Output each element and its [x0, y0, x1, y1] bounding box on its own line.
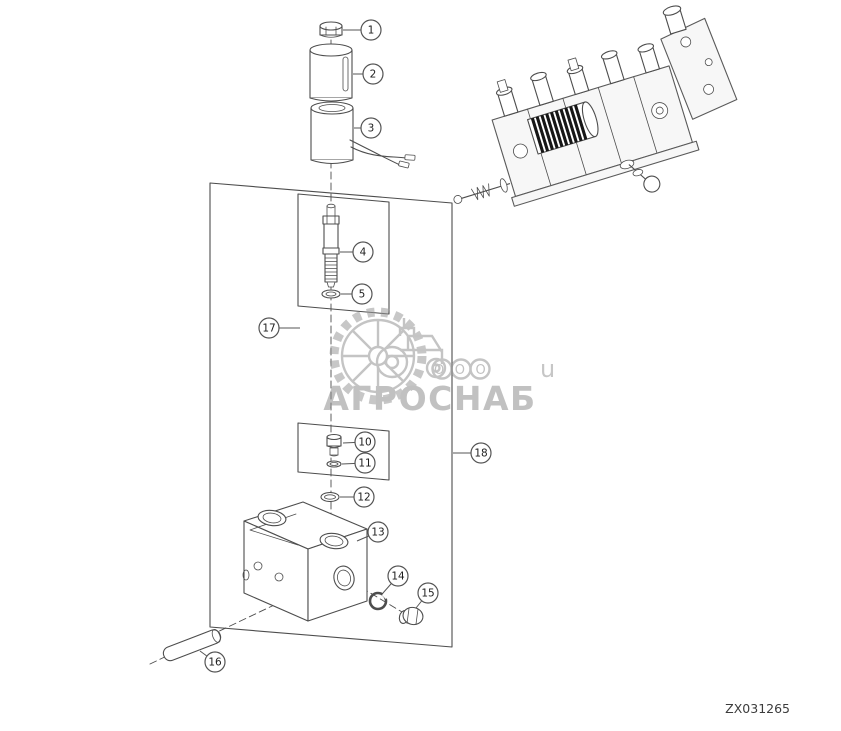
- callout-balloon: [367, 521, 389, 543]
- callout-balloon: [258, 317, 280, 339]
- callout-balloon: [470, 442, 492, 464]
- part-14-oring-seal: [368, 591, 389, 611]
- callout-16: 16: [199, 650, 226, 673]
- watermark-stray-char: u: [540, 355, 555, 383]
- sub-box-cartridge: [297, 193, 390, 315]
- exploded-view: [162, 21, 424, 662]
- callout-15: 15: [415, 582, 439, 609]
- callout-4: 4: [340, 241, 374, 263]
- callout-balloon: [387, 565, 409, 587]
- part-1-nut: [319, 21, 343, 38]
- callout-5: 5: [341, 283, 373, 305]
- callout-number: 10: [358, 437, 371, 449]
- part-15-plug: [398, 606, 424, 626]
- part-10-check-valve: [326, 433, 342, 457]
- callout-12: 12: [340, 486, 375, 508]
- callout-balloon: [362, 63, 384, 85]
- callout-number: 15: [421, 588, 434, 600]
- thumbnail-end-bracket: [660, 5, 738, 120]
- callout-balloon: [352, 241, 374, 263]
- callout-10: 10: [342, 431, 376, 453]
- callout-13: 13: [356, 521, 389, 543]
- callout-17: 17: [258, 317, 300, 339]
- drawing-code: ZX031265: [725, 701, 790, 716]
- callout-balloon: [360, 117, 382, 139]
- enclosure-box-main: [209, 182, 453, 648]
- watermark: ООО u АГРОСНАБ: [323, 307, 555, 418]
- part-13-valve-block: [242, 501, 368, 622]
- thumbnail-studs: [495, 43, 661, 117]
- callout-number: 5: [359, 289, 366, 301]
- callout-number: 11: [358, 458, 371, 470]
- callout-3: 3: [354, 117, 382, 139]
- callout-balloon: [354, 431, 376, 453]
- callout-number: 14: [391, 571, 405, 583]
- callout-balloon: [353, 486, 375, 508]
- part-11-oring-small: [326, 460, 342, 468]
- thumbnail-solenoid-coil: [527, 101, 599, 155]
- callout-number: 3: [368, 123, 375, 135]
- callout-number: 17: [262, 323, 275, 335]
- callout-number: 1: [368, 25, 375, 37]
- callout-1: 1: [343, 19, 382, 41]
- callout-18: 18: [453, 442, 492, 464]
- callout-balloon: [204, 651, 226, 673]
- part-16-pin: [162, 629, 222, 662]
- watermark-company: АГРОСНАБ: [323, 379, 536, 418]
- callout-number: 4: [360, 247, 367, 259]
- watermark-ooo: ООО: [431, 358, 496, 380]
- assembly-thumbnail: [453, 5, 738, 207]
- part-12-oring: [320, 491, 340, 503]
- thumbnail-handle: [619, 159, 661, 193]
- part-4-cartridge-valve: [322, 203, 340, 288]
- callout-11: 11: [341, 452, 376, 474]
- callout-number: 16: [208, 657, 222, 669]
- callout-14: 14: [382, 565, 409, 594]
- callout-number: 2: [370, 69, 377, 81]
- callout-2: 2: [353, 63, 384, 85]
- callout-balloon: [351, 283, 373, 305]
- callout-number: 13: [371, 527, 384, 539]
- callout-number: 18: [474, 448, 487, 460]
- part-5-washer: [321, 289, 341, 299]
- callout-number: 12: [357, 492, 370, 504]
- callout-balloon: [354, 452, 376, 474]
- callout-balloon: [360, 19, 382, 41]
- part-3-coil: [310, 101, 416, 169]
- watermark-ooo-text: ООО: [434, 363, 496, 378]
- callout-balloon: [417, 582, 439, 604]
- sub-box-check-valve: [297, 422, 390, 481]
- part-2-solenoid-body: [309, 43, 353, 102]
